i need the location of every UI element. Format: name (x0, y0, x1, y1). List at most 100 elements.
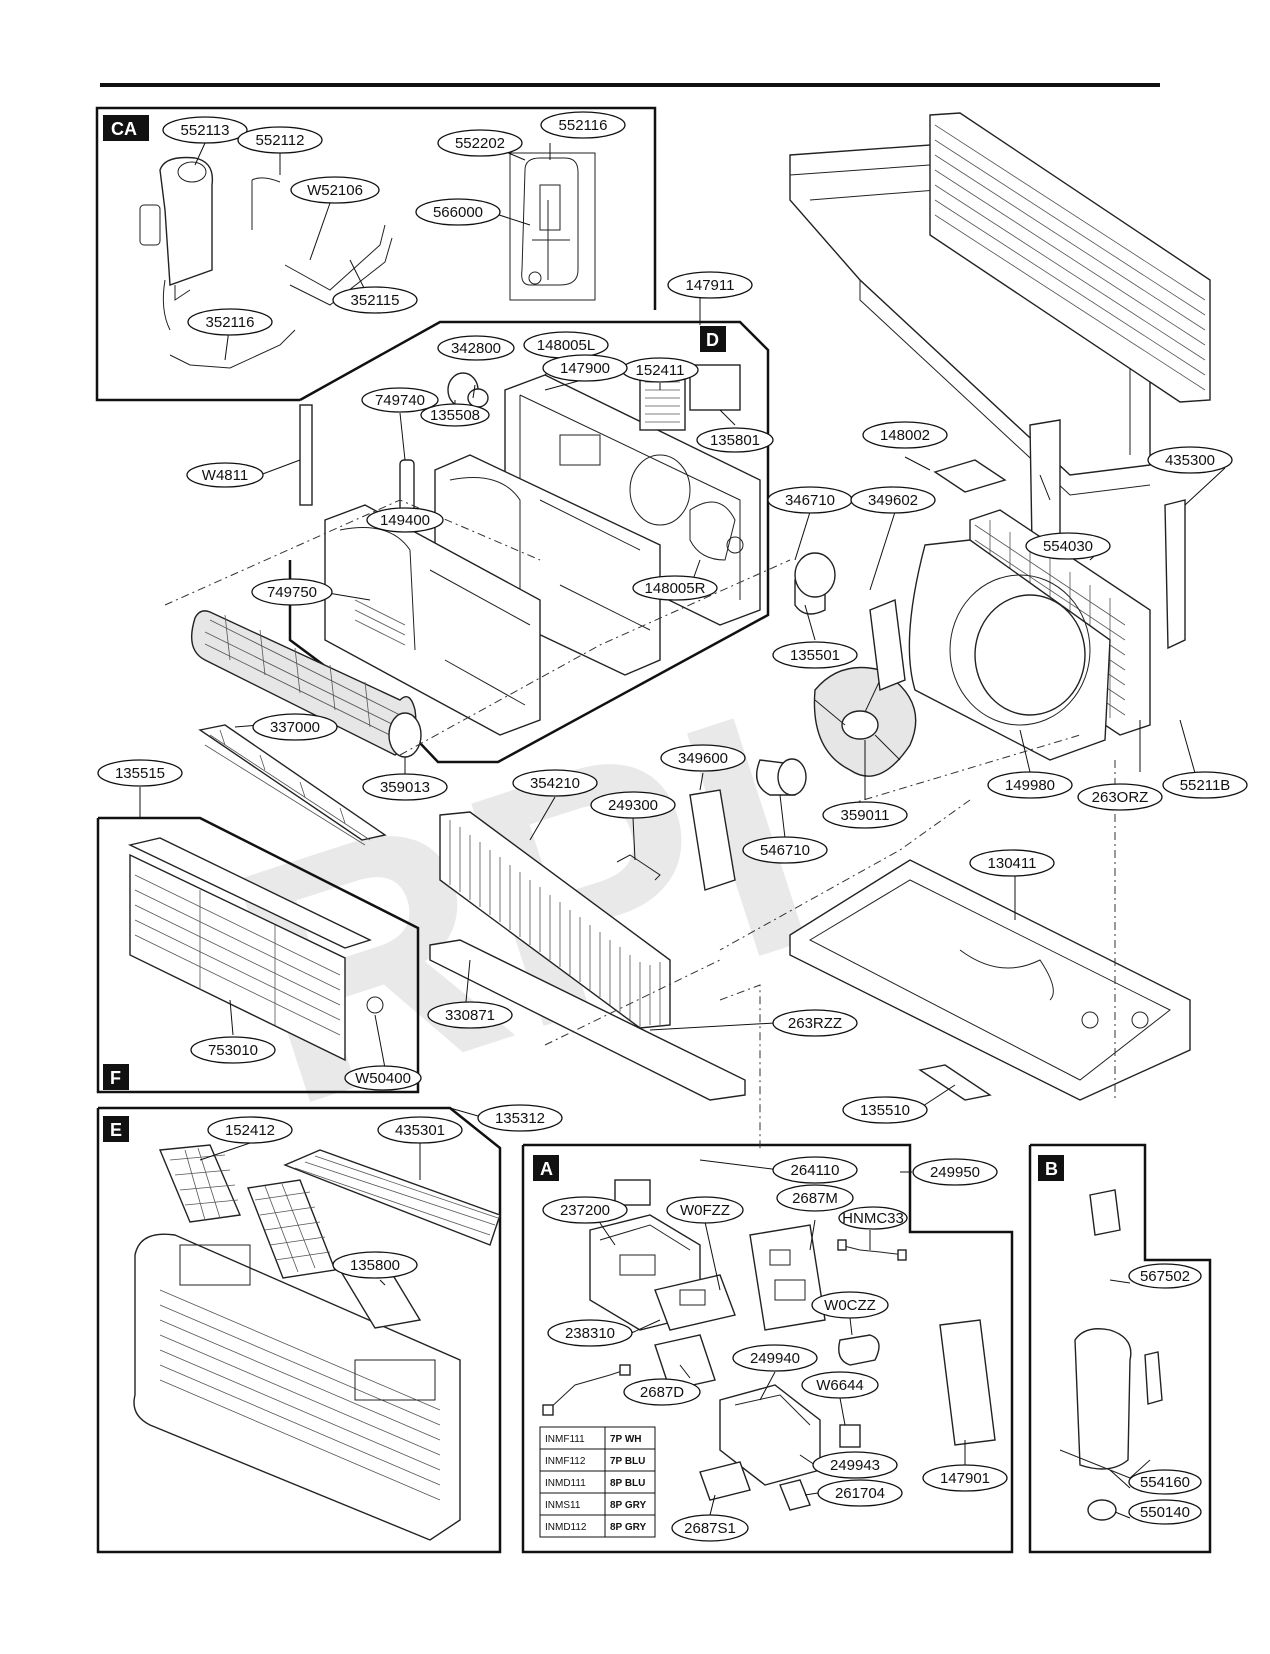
part-label: 130411 (969, 849, 1055, 877)
part-number: 546710 (760, 842, 810, 859)
section-d-label: D (706, 330, 719, 350)
part-label: 435301 (377, 1116, 463, 1144)
cable-code: INMD112 (545, 1522, 587, 1533)
part-number: 135515 (115, 765, 165, 782)
part-number: 147901 (940, 1470, 990, 1487)
accumulator-part (139, 156, 214, 331)
part-number: 749750 (267, 584, 317, 601)
part-number: 135312 (495, 1110, 545, 1127)
assembly-lines (164, 499, 1116, 1150)
part-number: 435301 (395, 1122, 445, 1139)
part-label: 550140 (1128, 1499, 1202, 1525)
part-number: 2687M (792, 1190, 838, 1207)
compressor-part (1059, 1189, 1163, 1521)
louvre-435301-part (283, 1149, 501, 1246)
part-number: 554030 (1043, 538, 1093, 555)
part-number: 152412 (225, 1122, 275, 1139)
drain-tray-part (429, 939, 746, 1101)
part-number: 130411 (988, 855, 1037, 872)
part-label: 554030 (1025, 532, 1111, 560)
part-labels: 552113 552112 552116 552202 W52106 56600… (97, 111, 1248, 1542)
part-label: 554160 (1128, 1469, 1202, 1495)
cable-code: INMD111 (545, 1478, 586, 1489)
part-label: 148002 (862, 421, 948, 449)
section-ca-box: CA (95, 106, 657, 402)
part-number: W6644 (816, 1377, 864, 1394)
part-label: 435300 (1147, 446, 1233, 474)
blower-wheel-part (191, 610, 422, 758)
cable-table: INMF111 7P WH INMF112 7P BLU INMD111 8P … (539, 1426, 656, 1538)
cover-135510-part (918, 1064, 992, 1101)
part-label: 342800 (437, 335, 515, 361)
section-b-box: B (1028, 1143, 1212, 1554)
part-number: 149400 (380, 512, 430, 529)
part-number: 359013 (380, 779, 430, 796)
part-number: 249940 (750, 1350, 800, 1367)
section-e-box: E (96, 1106, 502, 1554)
part-label: 352115 (332, 286, 418, 314)
main-board-part (749, 1224, 826, 1331)
part-label: 263RZZ (772, 1009, 858, 1037)
panel-1052-part (1029, 419, 1061, 546)
part-number: 552113 (181, 122, 230, 139)
part-label: 352116 (187, 308, 273, 336)
cable-spec: 7P WH (610, 1434, 642, 1445)
part-number: W0CZZ (824, 1297, 876, 1314)
part-label: 249940 (732, 1344, 818, 1372)
part-number: 550140 (1140, 1504, 1190, 1521)
relay-board-part (719, 1384, 861, 1486)
part-number: 263ORZ (1092, 789, 1149, 806)
indoor-coil-part (439, 811, 671, 1029)
part-label: 552113 (162, 116, 248, 144)
part-label: W4811 (186, 462, 264, 488)
part-label: 552116 (540, 111, 626, 139)
section-f-box: F (96, 816, 420, 1094)
part-label: 147900 (542, 354, 628, 382)
part-label: HNMC33 (838, 1206, 908, 1230)
bracket-148002-part (933, 459, 1007, 493)
part-number: 352116 (206, 314, 255, 331)
cable-code: INMF111 (545, 1434, 585, 1445)
part-label: 249950 (912, 1158, 998, 1186)
part-label: 749750 (251, 578, 333, 606)
part-number: 148005R (645, 580, 706, 597)
part-label: 354210 (512, 769, 598, 797)
part-label: 135800 (332, 1251, 418, 1279)
part-label: 148005R (632, 575, 718, 601)
cable-assembly-part (542, 1364, 631, 1416)
part-label: 349600 (660, 744, 746, 772)
part-number: 552112 (256, 132, 305, 149)
cable-code: INMS11 (545, 1500, 581, 1511)
part-number: 264110 (791, 1162, 840, 1179)
part-label: 2687S1 (671, 1514, 749, 1542)
part-label: 55211B (1162, 771, 1248, 799)
section-f-label: F (110, 1068, 121, 1088)
part-label: 753010 (190, 1036, 276, 1064)
fan-blade-part (813, 666, 917, 777)
front-panel-part (133, 1233, 461, 1541)
tube-552112-part (251, 177, 281, 230)
motor-mount-part (299, 372, 489, 521)
part-label: 567502 (1128, 1263, 1202, 1289)
part-number: 135801 (710, 432, 760, 449)
cable-spec: 7P BLU (610, 1456, 645, 1467)
part-number: 249943 (830, 1457, 880, 1474)
interface-board-part (654, 1334, 716, 1391)
part-label: 249943 (812, 1451, 898, 1479)
section-b-label: B (1045, 1159, 1058, 1179)
part-label: 148005L (523, 331, 609, 359)
cover-147901-part (939, 1319, 996, 1446)
section-a-box: A (521, 1143, 1014, 1554)
part-number: 342800 (451, 340, 501, 357)
grille-152411-part (639, 364, 741, 431)
part-label: 152411 (621, 357, 699, 383)
part-label: 147901 (922, 1464, 1008, 1492)
tube-352116-part (169, 329, 296, 369)
part-label: 264110 (772, 1156, 858, 1184)
part-number: 753010 (208, 1042, 258, 1059)
part-number: W0FZZ (680, 1202, 730, 1219)
harness-hnmc33-part (837, 1239, 907, 1261)
capacitor-w0czz-part (838, 1334, 880, 1366)
part-label: 346710 (767, 486, 853, 514)
